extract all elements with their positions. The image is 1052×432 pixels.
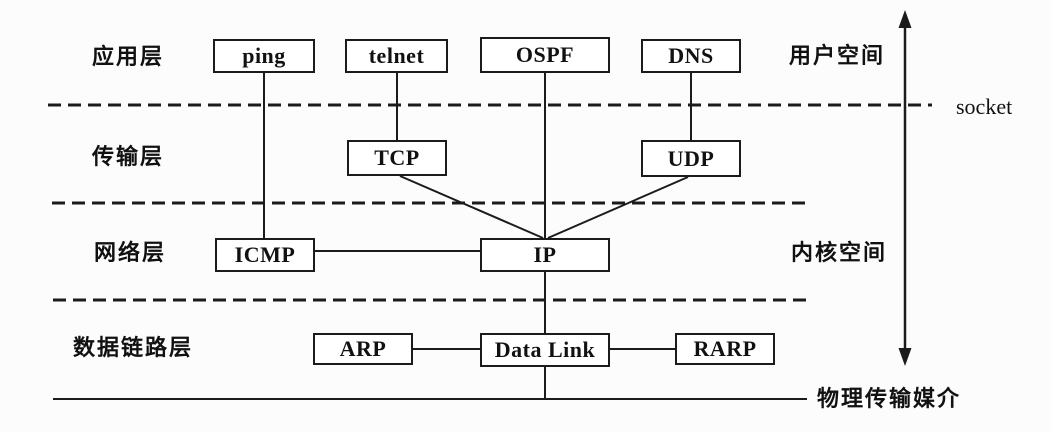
node-ip: IP (480, 238, 610, 272)
node-arp: ARP (313, 333, 413, 365)
node-telnet: telnet (345, 39, 448, 73)
layer-label-transport: 传输层 (92, 144, 165, 169)
layer-label-datalink: 数据链路层 (73, 335, 194, 360)
layer-label-network: 网络层 (94, 240, 167, 265)
node-ospf: OSPF (480, 37, 610, 73)
node-ping: ping (213, 39, 315, 73)
connector-udp-ip (547, 176, 689, 239)
connector-tcp-ip (399, 175, 544, 239)
annotation-socket: socket (956, 94, 1013, 119)
layer-label-application: 应用层 (92, 44, 165, 69)
node-data-link: Data Link (480, 333, 610, 367)
annotation-user-space: 用户空间 (789, 43, 886, 68)
annotation-kernel-space: 内核空间 (791, 240, 888, 265)
annotation-physical-medium: 物理传输媒介 (817, 386, 962, 411)
node-udp: UDP (641, 140, 741, 177)
node-tcp: TCP (347, 140, 447, 176)
node-dns: DNS (641, 39, 741, 73)
node-rarp: RARP (675, 333, 775, 365)
node-icmp: ICMP (215, 238, 315, 272)
user-kernel-double-arrow-icon (898, 10, 912, 366)
